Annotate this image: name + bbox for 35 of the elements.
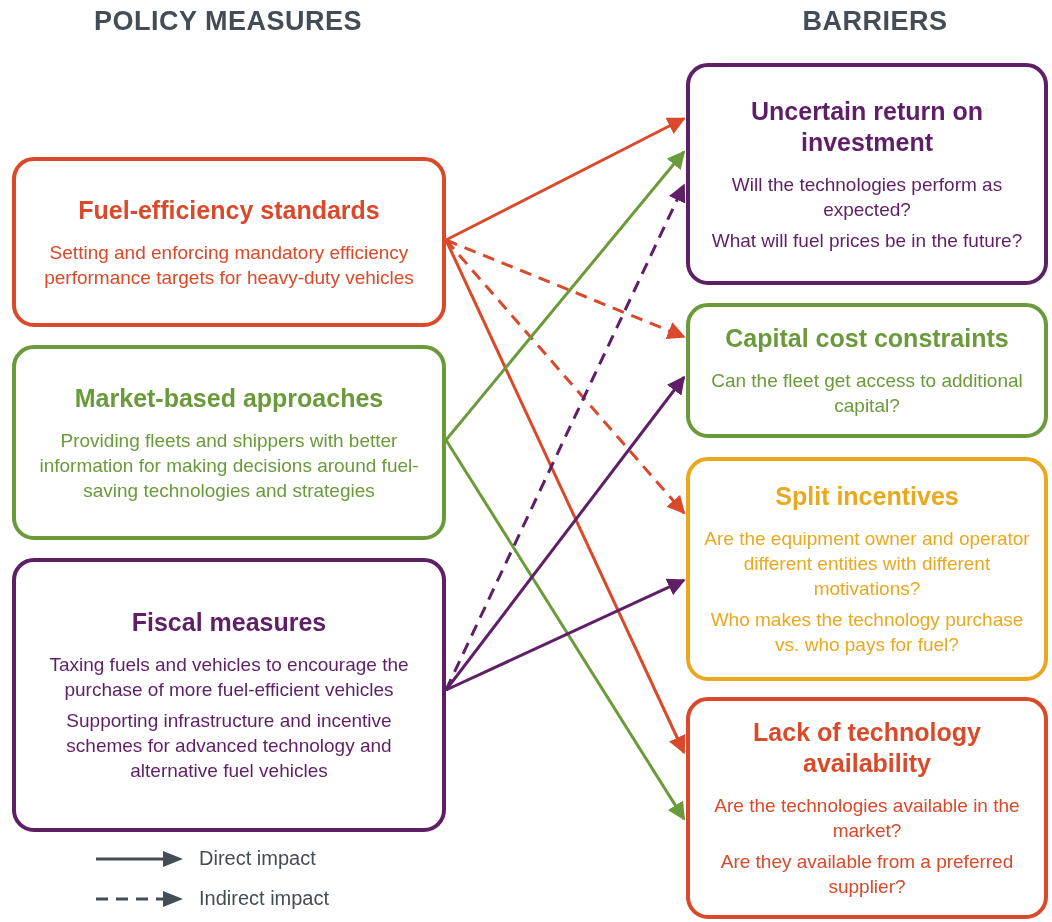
legend-label: Indirect impact — [199, 887, 330, 910]
barrier-box — [686, 63, 1048, 285]
box-text: Are they available from a preferred supplier? — [719, 850, 1015, 899]
arrow — [445, 238, 686, 339]
box-text: Can the fleet get access to additional capital? — [710, 369, 1024, 418]
arrow — [444, 150, 686, 441]
arrow — [445, 578, 686, 692]
box-heading: Fiscal measures — [131, 607, 327, 638]
column-heading: BARRIERS — [802, 6, 948, 37]
box-text: What will fuel prices be in the future? — [711, 228, 1023, 253]
box-heading: Lack of technology availability — [752, 717, 982, 779]
box-text: Will the technologies perform as expected? — [730, 172, 1004, 222]
box-text: Who makes the technology purchase vs. who pays for fuel? — [709, 608, 1025, 657]
policy-box — [12, 157, 446, 327]
box-heading: Uncertain return on investment — [750, 95, 984, 158]
arrow — [444, 439, 686, 821]
box-text: Providing fleets and shippers with better information for making decisions around fuel-saving technologies and strategies — [38, 428, 420, 503]
box-text: Setting and enforcing mandatory efficiency performance targets for heavy-duty vehicles — [43, 240, 415, 290]
box-heading: Market-based approaches — [74, 382, 384, 414]
box-text: Are the equipment owner and operator different entities with different motivations? — [704, 527, 1030, 601]
policy-box — [12, 558, 446, 832]
box-heading: Capital cost constraints — [725, 323, 1009, 354]
column-heading: POLICY MEASURES — [93, 6, 363, 37]
box-text: Supporting infrastructure and incentive schemes for advanced technology and alternative fuel vehicles — [65, 709, 393, 783]
arrow — [444, 375, 686, 691]
box-text: Taxing fuels and vehicles to encourage the purchase of more fuel-efficient vehicles — [48, 653, 410, 702]
barrier-box — [686, 457, 1048, 681]
box-heading: Fuel-efficiency standards — [78, 194, 380, 226]
barrier-box — [686, 303, 1048, 438]
box-heading: Split incentives — [775, 481, 959, 512]
barrier-box — [686, 697, 1048, 919]
policy-box — [12, 345, 446, 540]
arrow — [445, 117, 686, 242]
legend-label: Direct impact — [199, 847, 316, 870]
box-text: Are the technologies available in the market? — [713, 794, 1021, 843]
